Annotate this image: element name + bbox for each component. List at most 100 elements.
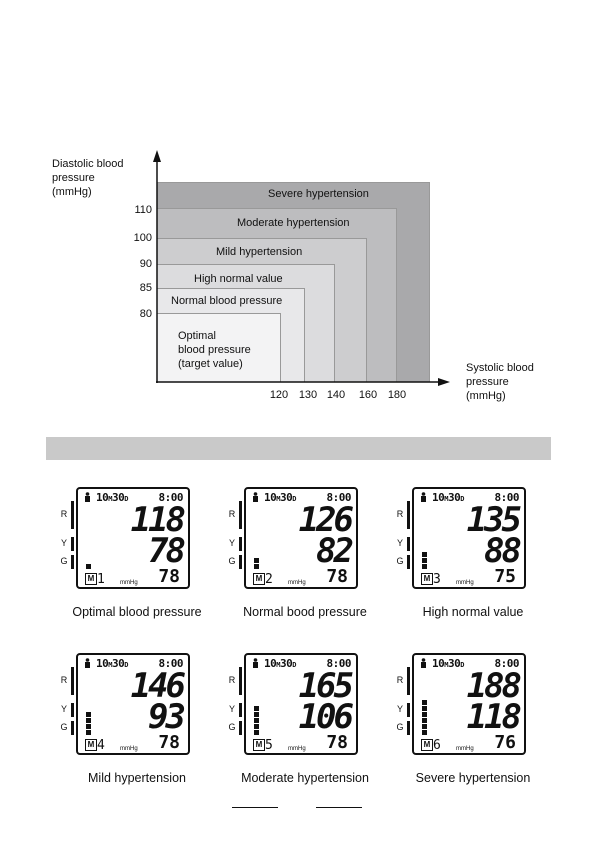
unit-label: mmHg <box>456 746 474 752</box>
level-rail-segment <box>71 721 74 735</box>
level-bar <box>86 564 91 569</box>
y-axis-label-line: pressure <box>52 172 95 184</box>
level-bar <box>422 718 427 723</box>
zone-label-severe: Severe hypertension <box>268 188 369 200</box>
level-bar <box>422 558 427 563</box>
level-letter: G <box>228 556 236 566</box>
date-day: 30 <box>111 491 125 504</box>
lcd-time: 8:00 <box>158 657 184 670</box>
footer-rule <box>232 807 278 808</box>
day-suffix: D <box>292 661 296 669</box>
level-bar <box>86 730 91 735</box>
pulse-reading: 78 <box>326 566 348 587</box>
lcd-time: 8:00 <box>158 491 184 504</box>
x-axis-label-line: (mmHg) <box>466 390 506 402</box>
monitor-caption: High normal value <box>422 605 524 619</box>
level-bar <box>422 552 427 557</box>
systolic-reading: 146 <box>130 666 186 706</box>
level-letter: G <box>60 556 68 566</box>
memory-number: 2 <box>265 572 273 587</box>
zone-label-moderate: Moderate hypertension <box>237 217 350 229</box>
pulse-reading: 78 <box>326 732 348 753</box>
memory-icon: M <box>421 739 433 751</box>
level-letter: R <box>228 509 236 519</box>
level-bars <box>254 705 259 735</box>
zone-optimal <box>157 313 281 382</box>
level-bar <box>254 712 259 717</box>
level-rail-segment <box>407 721 410 735</box>
date-month: 10 <box>432 657 445 670</box>
level-bar <box>254 730 259 735</box>
level-rail-segment <box>71 501 74 529</box>
monitor-caption: Severe hypertension <box>415 771 531 785</box>
level-bar <box>422 706 427 711</box>
systolic-reading: 188 <box>466 666 522 706</box>
month-suffix: M <box>444 661 448 669</box>
level-rail-segment <box>239 501 242 529</box>
y-tick: 80 <box>139 308 152 320</box>
level-rail-segment <box>71 537 74 551</box>
date-day: 30 <box>447 491 461 504</box>
pulse-reading: 78 <box>158 732 180 753</box>
level-rail-segment <box>71 703 74 717</box>
y-tick: 110 <box>134 204 152 216</box>
lcd-screen: 10M30D 8:00 146 93 M 4 mmHg 78 <box>76 653 190 755</box>
zone-label-normal: Normal blood pressure <box>171 295 283 307</box>
chart-axes <box>153 150 450 386</box>
memory-icon: M <box>85 739 97 751</box>
date-month: 10 <box>264 491 277 504</box>
level-bar <box>86 724 91 729</box>
level-bar <box>422 564 427 569</box>
month-suffix: M <box>276 661 280 669</box>
x-tick: 130 <box>298 389 318 401</box>
y-axis-label-line: (mmHg) <box>52 186 92 198</box>
level-letter: R <box>396 509 404 519</box>
monitor-caption: Normal bood pressure <box>243 605 367 619</box>
level-letter: Y <box>228 538 235 548</box>
level-rail-segment <box>407 667 410 695</box>
level-letter: G <box>396 556 404 566</box>
level-letter: Y <box>60 704 67 714</box>
memory-number: 6 <box>433 738 441 753</box>
unit-label: mmHg <box>288 746 306 752</box>
level-bar <box>422 724 427 729</box>
x-axis-arrow <box>438 378 450 386</box>
date-day: 30 <box>279 657 293 670</box>
lcd-screen: 10M30D 8:00 188 118 M 6 mmHg 76 <box>412 653 526 755</box>
day-suffix: D <box>292 495 296 503</box>
month-suffix: M <box>108 661 112 669</box>
level-rail-segment <box>407 555 410 569</box>
level-rail-segment <box>239 721 242 735</box>
y-axis-label-line: Diastolic blood <box>52 158 124 170</box>
level-rail-segment <box>239 667 242 695</box>
pulse-reading: 76 <box>494 732 516 753</box>
systolic-reading: 118 <box>130 500 186 540</box>
level-bar <box>86 718 91 723</box>
y-tick: 85 <box>139 282 152 294</box>
diastolic-reading: 93 <box>148 697 186 737</box>
level-letter: Y <box>60 538 67 548</box>
unit-label: mmHg <box>120 580 138 586</box>
zone-label-mild: Mild hypertension <box>216 246 303 258</box>
lcd-time: 8:00 <box>326 491 352 504</box>
level-letter: Y <box>228 704 235 714</box>
month-suffix: M <box>276 495 280 503</box>
lcd-time: 8:00 <box>326 657 352 670</box>
level-rail-segment <box>239 703 242 717</box>
lcd-screen: 10M30D 8:00 135 88 M 3 mmHg 75 <box>412 487 526 589</box>
level-rail-segment <box>407 537 410 551</box>
zone-label-high-normal: High normal value <box>194 273 283 285</box>
monitor-caption: Optimal blood pressure <box>72 605 202 619</box>
month-suffix: M <box>444 495 448 503</box>
y-tick: 90 <box>139 258 152 270</box>
level-letter: G <box>228 722 236 732</box>
lcd-date: 10M30D <box>264 657 296 670</box>
y-axis-label: Diastolic blood pressure (mmHg) <box>52 157 124 199</box>
user-icon <box>253 492 258 502</box>
diastolic-reading: 106 <box>298 697 354 737</box>
